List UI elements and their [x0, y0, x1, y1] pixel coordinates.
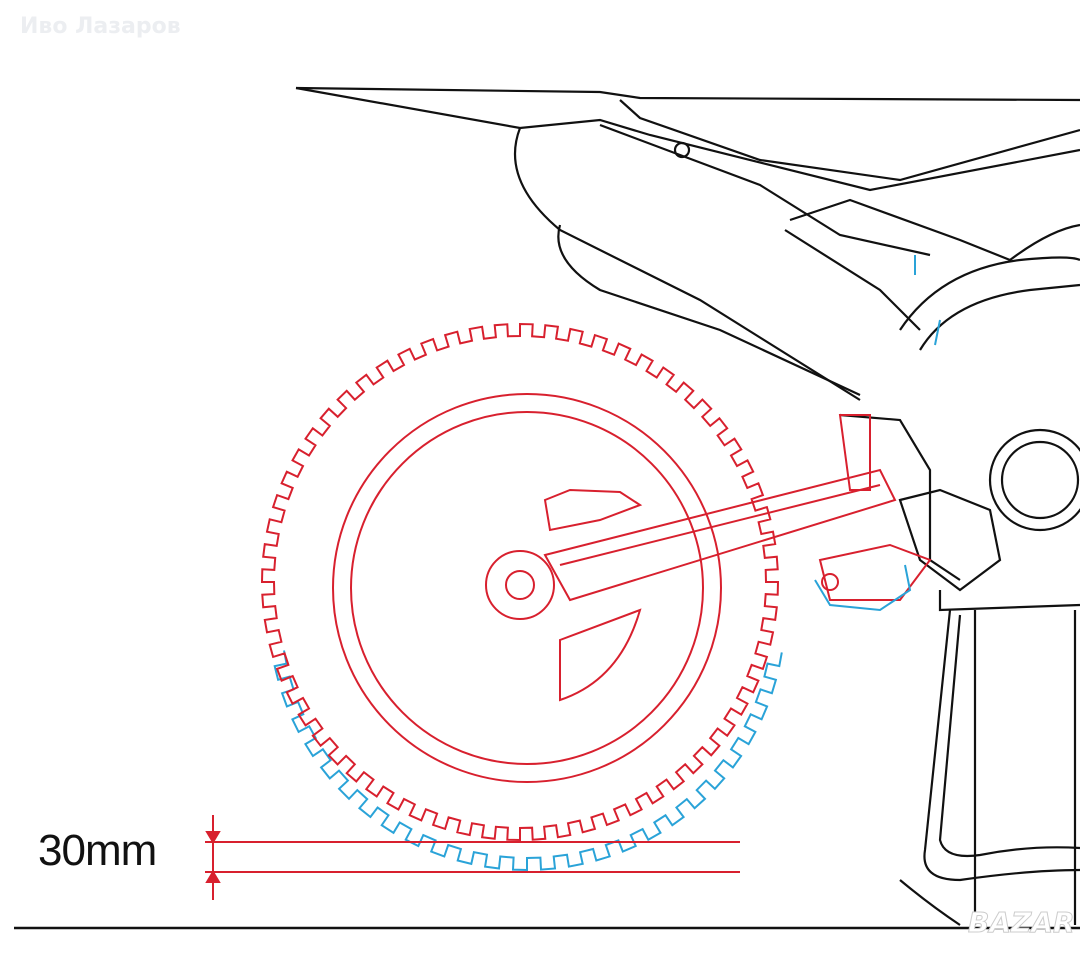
author-watermark: Иво Лазаров [20, 14, 181, 39]
linkage [818, 543, 932, 601]
side-panel [513, 127, 861, 401]
rim-outer [332, 393, 722, 783]
unloaded-tire-outline [273, 650, 783, 872]
arrow-up-icon [205, 870, 221, 883]
engine-cover [988, 428, 1080, 532]
rear-fender-top [295, 86, 1080, 102]
brake-disc-guard [559, 608, 642, 702]
arrow-down-icon [205, 831, 221, 844]
rim-inner [350, 411, 704, 765]
brake-caliper [543, 488, 643, 532]
sag-dimension-label: 30mm [38, 826, 157, 875]
brand-watermark: BAZAR [968, 906, 1076, 940]
fender-bolt [673, 141, 691, 159]
swingarm [543, 468, 897, 602]
unloaded-linkage [814, 255, 941, 612]
chain-guide [838, 414, 871, 491]
loaded-tire-outline [260, 322, 780, 842]
axle [505, 570, 535, 600]
bike-body-outline [295, 86, 1080, 926]
loaded-wheel [332, 393, 932, 783]
sag-dimension [205, 815, 740, 900]
stand-top [938, 590, 1080, 612]
hub [485, 550, 555, 620]
stand-foot [899, 879, 961, 926]
stand-leg [923, 609, 1080, 882]
